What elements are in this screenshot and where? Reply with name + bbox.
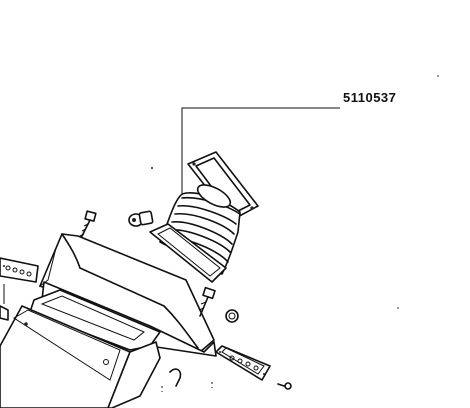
bolt-center <box>198 286 216 317</box>
assembly-guide-lines <box>151 75 439 392</box>
lower-tray <box>0 289 161 408</box>
callout-leader-line <box>181 107 340 198</box>
part-number-label: 5110537 <box>343 90 397 105</box>
side-bracket-left <box>0 284 9 321</box>
plug-fitting <box>128 210 154 227</box>
grommet <box>225 309 239 323</box>
bolt-upper-left <box>79 210 97 241</box>
switch-panel-left <box>0 257 39 283</box>
small-screw <box>277 382 292 390</box>
switch-panel-right <box>215 345 271 381</box>
retaining-clip <box>169 368 182 387</box>
boot-lower-flange <box>149 223 227 283</box>
boot-top-flange <box>187 151 259 221</box>
rubber-boot <box>159 184 241 275</box>
